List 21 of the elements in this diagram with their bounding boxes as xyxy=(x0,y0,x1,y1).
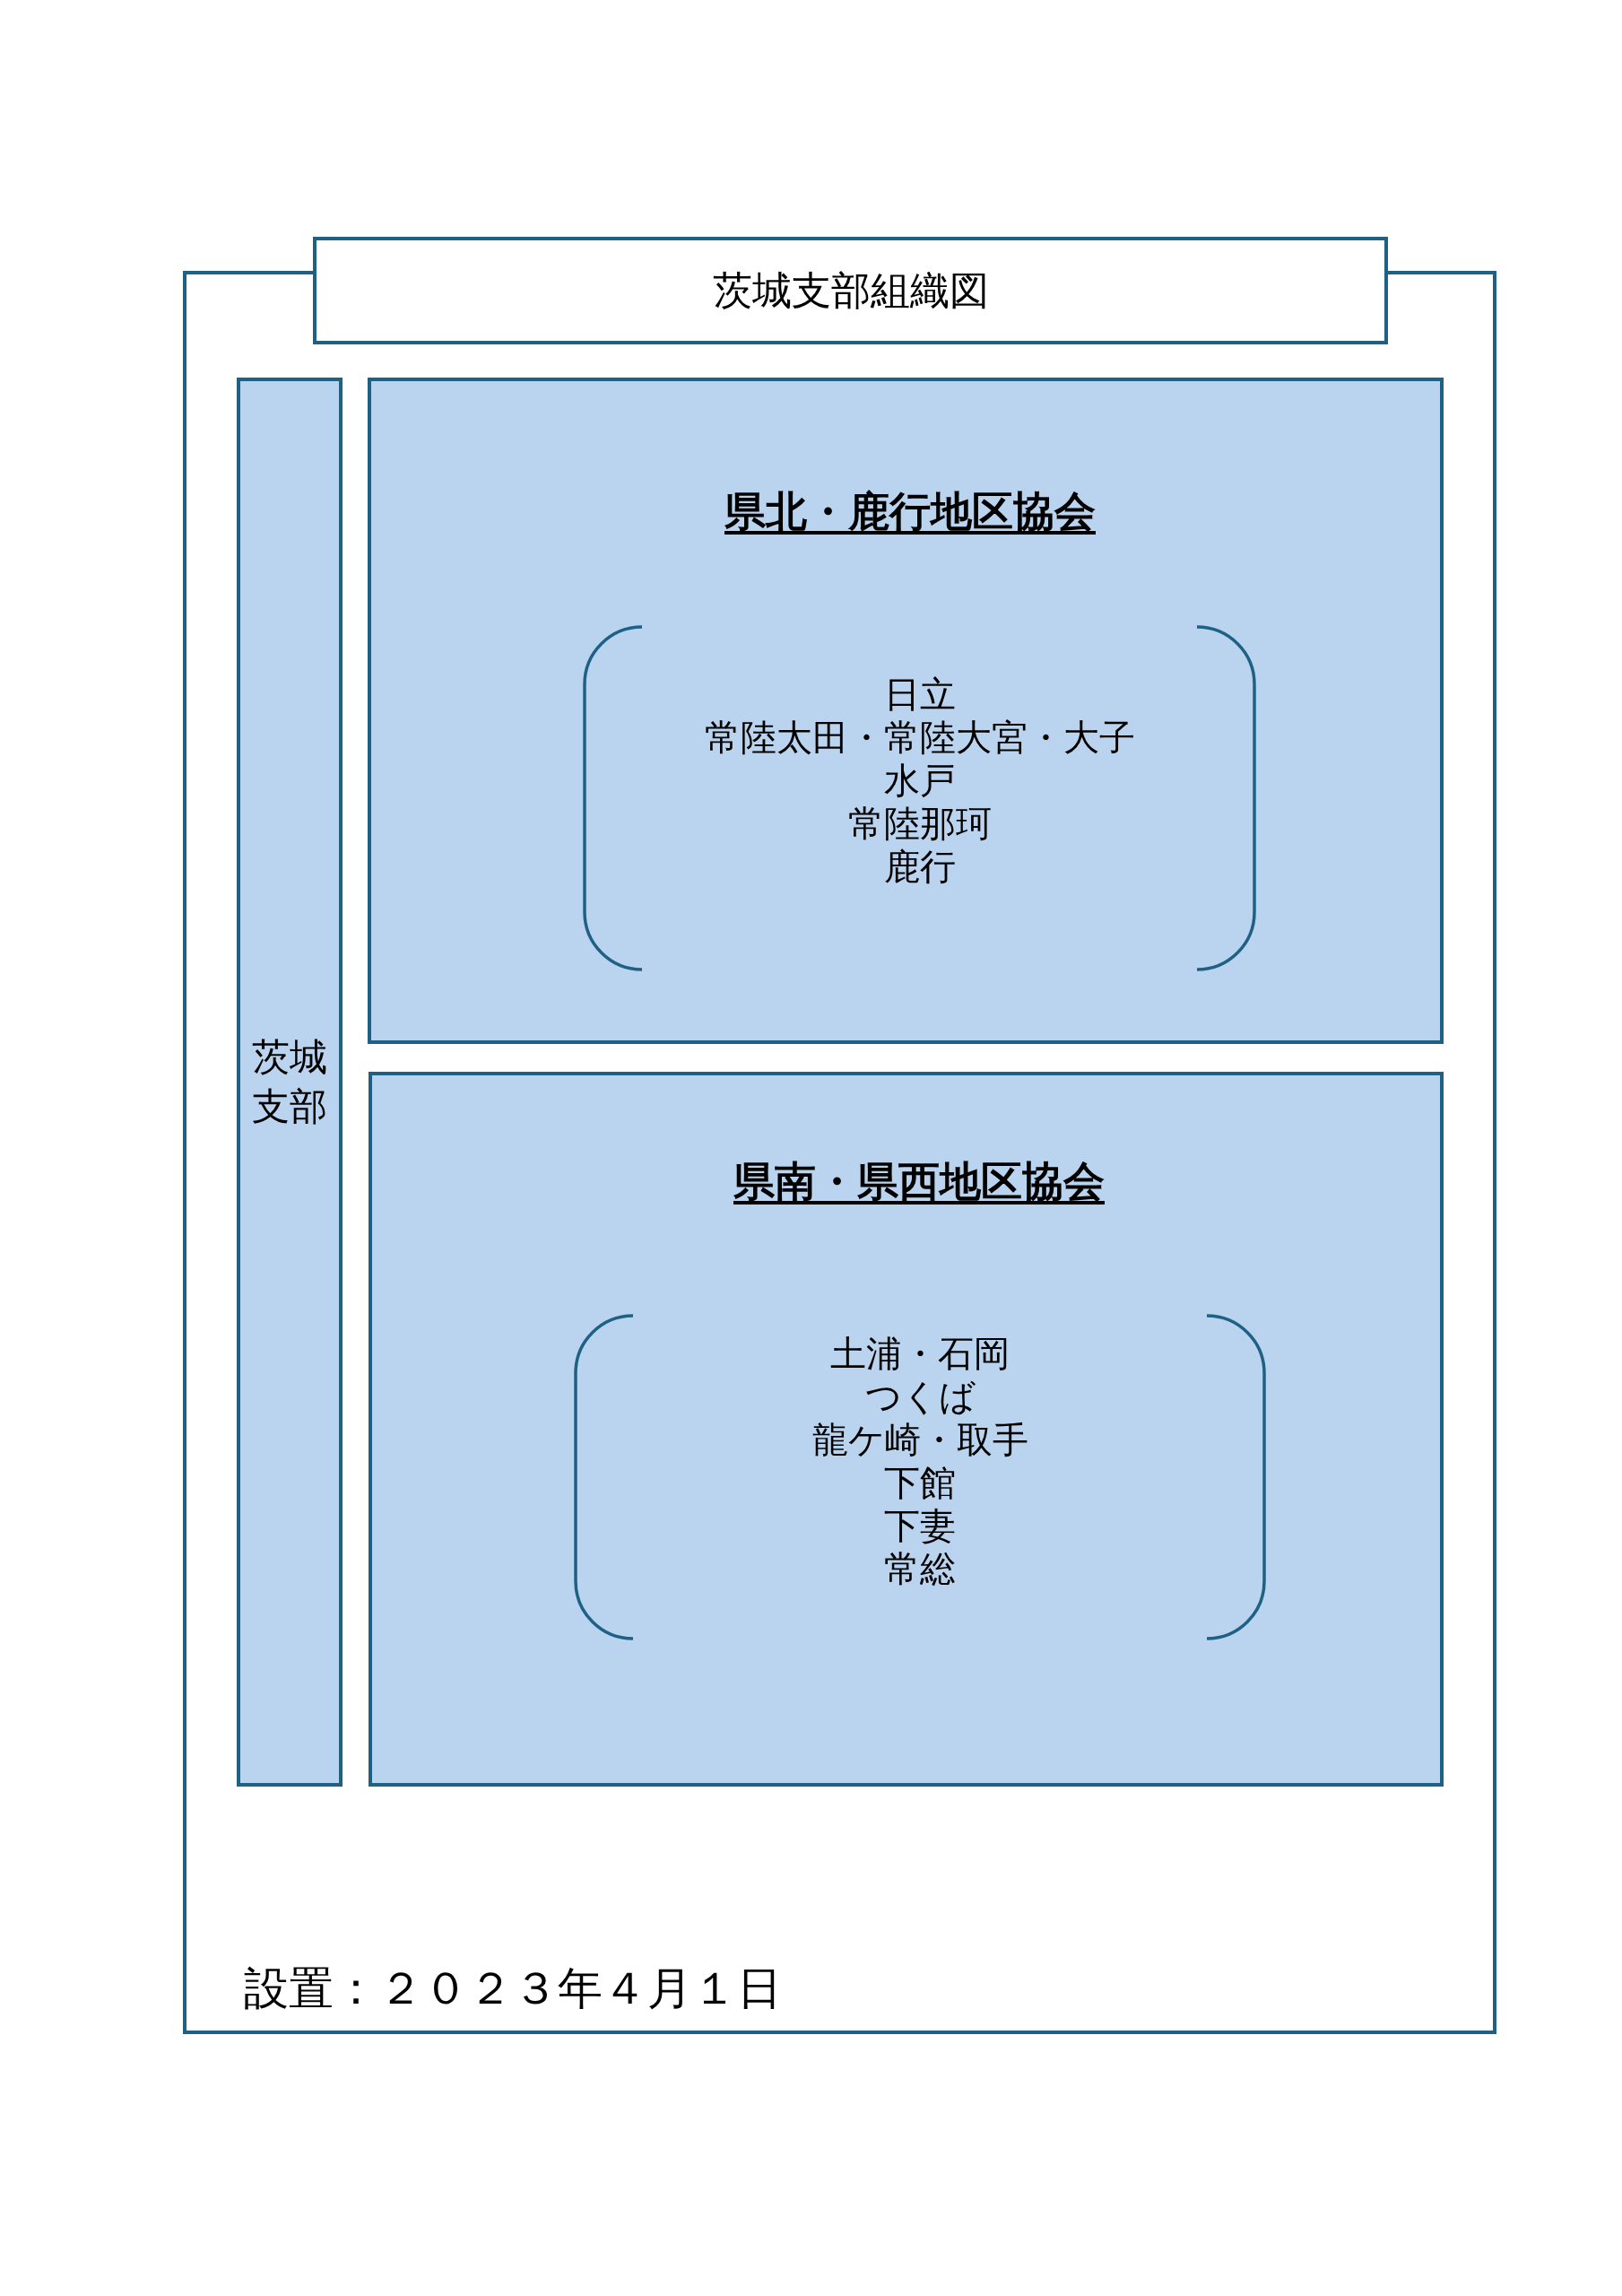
area-name: 常総 xyxy=(884,1547,956,1590)
title-box xyxy=(313,237,1388,344)
section-heading: 県南・県西地区協会 xyxy=(733,1157,1105,1207)
area-name: 日立 xyxy=(883,673,956,716)
area-name: 水戸 xyxy=(883,759,956,802)
area-name: 常陸那珂 xyxy=(847,802,992,845)
branch-panel xyxy=(237,378,343,1787)
area-name: 下館 xyxy=(884,1461,956,1504)
branch-name: 茨城支部 xyxy=(252,1033,327,1130)
area-name: 鹿行 xyxy=(883,845,956,888)
area-name: 龍ケ崎・取手 xyxy=(811,1418,1028,1461)
establishment-date: 設置：２０２３年４月１日 xyxy=(244,1961,782,2015)
region-panel xyxy=(369,1072,1444,1787)
area-name: 常陸太田・常陸大宮・大子 xyxy=(704,716,1135,759)
area-name: 下妻 xyxy=(884,1504,956,1547)
region-panel xyxy=(368,378,1444,1044)
heading-label: 茨城支部組織図 xyxy=(712,266,989,315)
section-heading: 県北・鹿行地区協会 xyxy=(724,487,1096,537)
outer-frame xyxy=(183,271,1496,2034)
area-name: つくば xyxy=(864,1375,976,1418)
area-name: 土浦・石岡 xyxy=(830,1332,1010,1375)
